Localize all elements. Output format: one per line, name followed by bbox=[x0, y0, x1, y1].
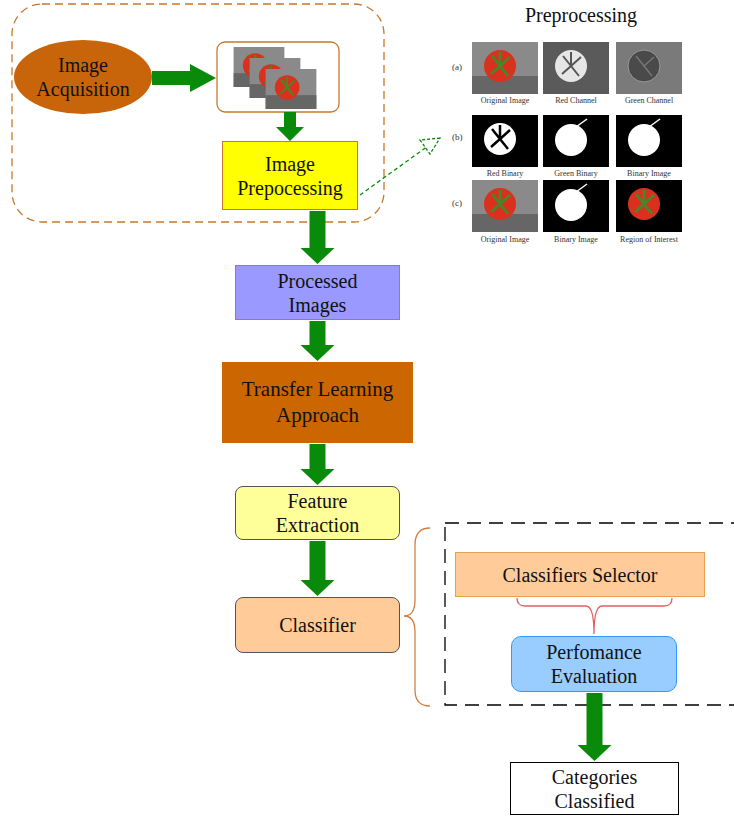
block-arrow bbox=[301, 444, 335, 485]
block-arrow bbox=[578, 693, 612, 761]
bracket-connector bbox=[517, 598, 672, 634]
inset-title: Preprocessing bbox=[525, 4, 637, 27]
node-text: Processed Images bbox=[258, 269, 377, 317]
output-box: Categories Classified bbox=[510, 762, 679, 815]
image-caption: Binary Image bbox=[627, 169, 671, 178]
image-caption: Green Binary bbox=[554, 169, 597, 178]
ellipse-outline bbox=[14, 40, 152, 114]
process-box: Feature Extraction bbox=[235, 486, 400, 540]
block-arrow bbox=[301, 541, 335, 596]
image-caption: (c) bbox=[452, 198, 462, 208]
node-text: Categories Classified bbox=[525, 765, 664, 813]
process-box: Processed Images bbox=[235, 265, 400, 320]
process-box: Perfomance Evaluation bbox=[511, 636, 677, 692]
image-caption: Original Image bbox=[481, 235, 530, 244]
image-caption: Red Binary bbox=[487, 169, 524, 178]
process-box: Image Prepocessing bbox=[222, 141, 358, 210]
node-text: Image Prepocessing bbox=[231, 152, 349, 200]
process-box: Classifier bbox=[235, 597, 400, 653]
node-text: Classifier bbox=[279, 613, 356, 637]
image-caption: Binary Image bbox=[554, 235, 598, 244]
image-caption: Green Channel bbox=[625, 96, 673, 105]
image-caption: Region of Interest bbox=[620, 235, 678, 244]
image-caption: (b) bbox=[452, 132, 463, 142]
node-text: Transfer Learning Approach bbox=[234, 377, 401, 427]
block-arrow bbox=[301, 211, 335, 264]
node-text: Perfomance Evaluation bbox=[522, 640, 666, 688]
image-caption: Red Channel bbox=[555, 96, 597, 105]
image-caption: Original Image bbox=[481, 96, 530, 105]
image-caption: (a) bbox=[452, 62, 462, 72]
node-text: Image Acquisition bbox=[28, 53, 138, 101]
process-box: Classifiers Selector bbox=[455, 552, 705, 597]
node-text: Feature Extraction bbox=[258, 489, 377, 537]
start-ellipse: Image Acquisition bbox=[14, 40, 152, 114]
node-text: Classifiers Selector bbox=[503, 563, 658, 587]
block-arrow bbox=[301, 321, 335, 361]
process-box: Transfer Learning Approach bbox=[222, 362, 413, 443]
